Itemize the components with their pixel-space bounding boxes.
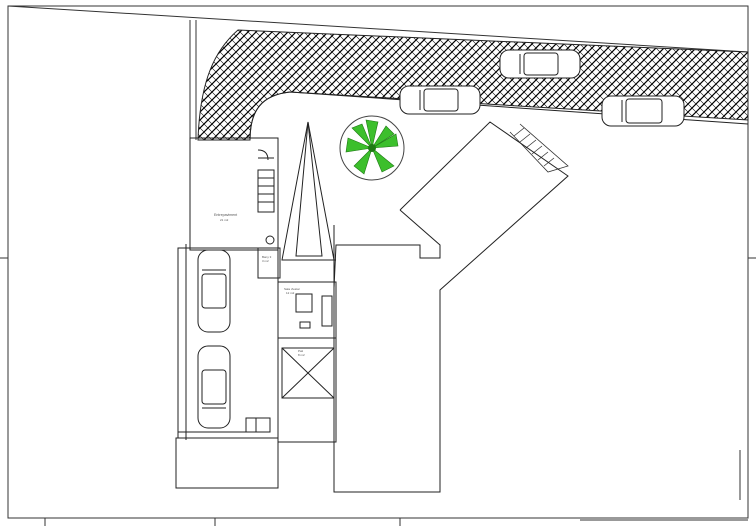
plot-boundary [7,5,749,500]
street-car [499,49,581,79]
entry-stair [509,123,569,173]
room-area-garage: 21 m2 [220,218,229,222]
garage-block [175,137,279,489]
sheet-border [0,5,756,526]
room-label-garage: Entrepaviment [214,213,237,217]
bathroom [257,235,281,279]
driveway-inner-edge [249,91,749,141]
street-car [399,85,481,115]
room-area-lounge: 12 m2 [286,291,295,295]
room-area-bath: 3 m2 [262,259,269,263]
garage-car [197,345,231,429]
room-label-patio: Pati [298,349,304,353]
pyramid-skylight [281,121,336,261]
patio-void [277,337,337,443]
street-car [601,95,685,127]
room-label-bath: Bany 3 [262,255,272,259]
palm-tree-icon [339,115,405,181]
room-label-lounge: Sala d'estar [284,287,300,291]
garage-car [197,249,231,333]
room-area-patio: 8 m2 [298,353,305,357]
